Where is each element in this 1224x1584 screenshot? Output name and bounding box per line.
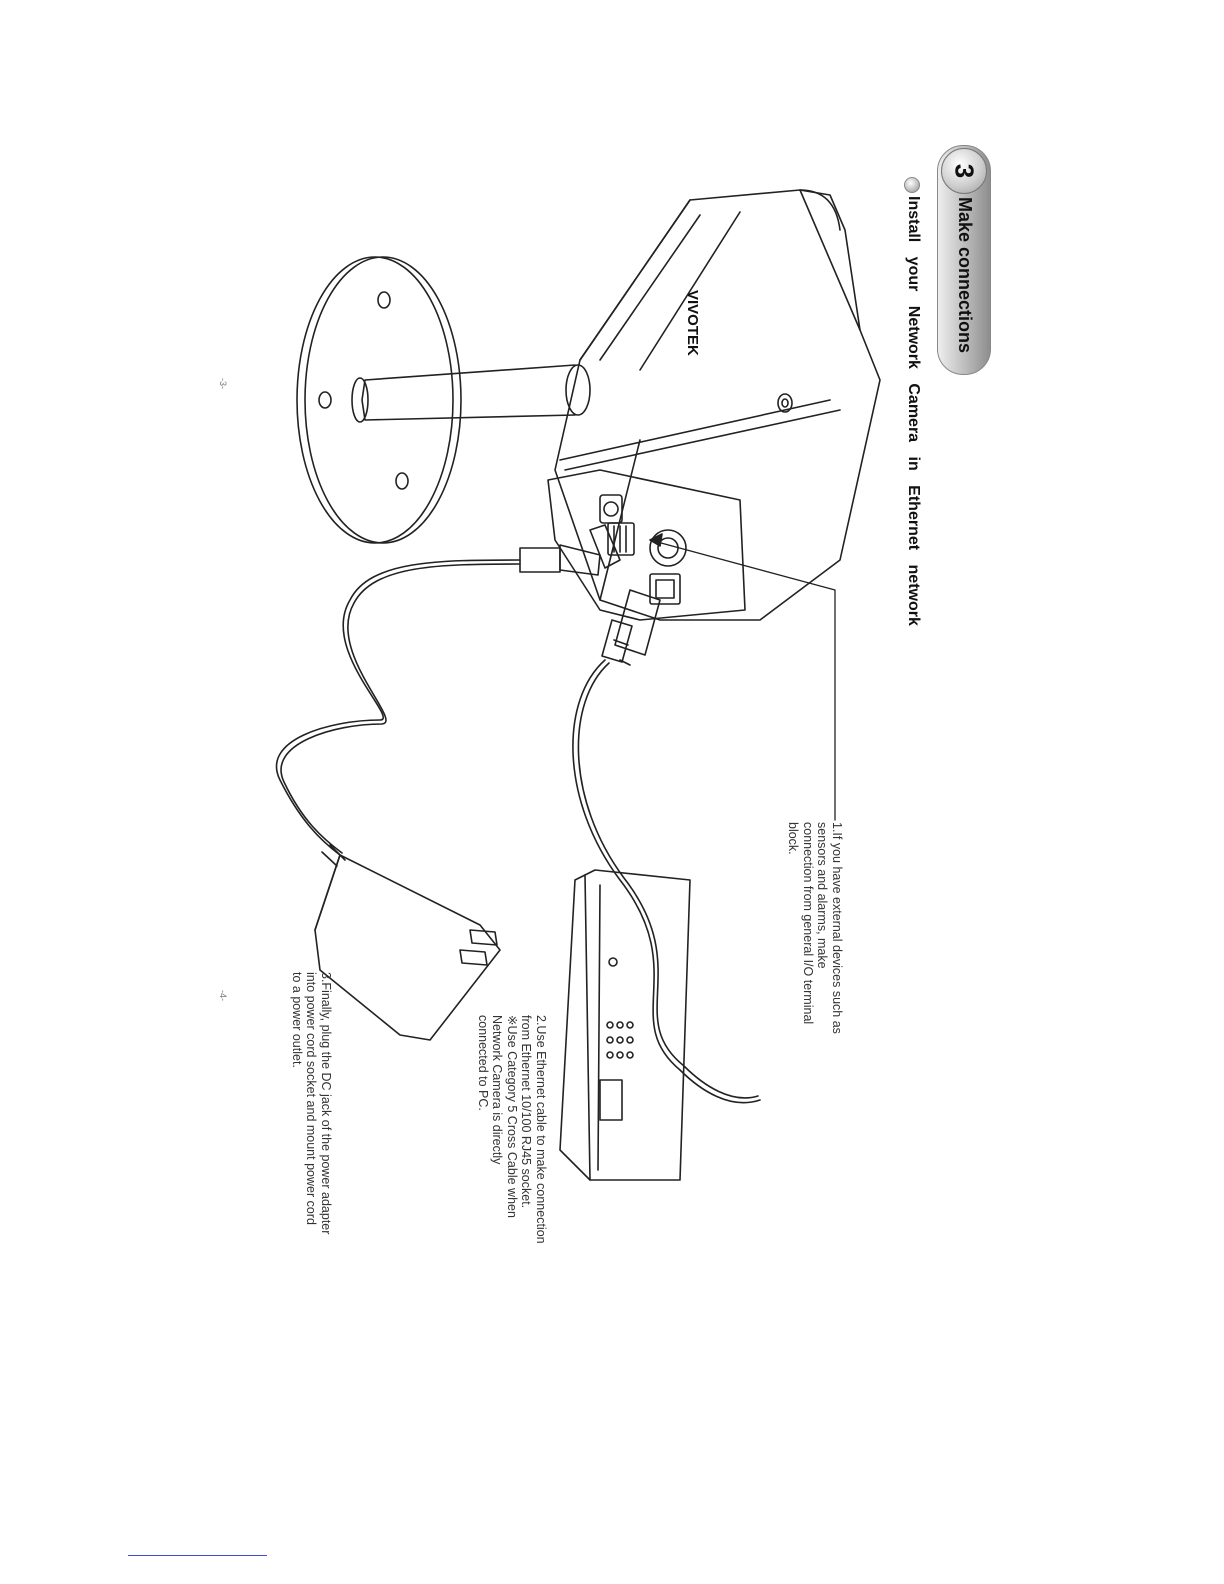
note-line: from Ethernet 10/100 RJ45 socket. — [519, 1015, 534, 1244]
note-line: connected to PC. — [476, 1015, 491, 1244]
vivotek-logo: VIVOTEK — [684, 290, 701, 356]
note-line: ※Use Category 5 Cross Cable when — [505, 1015, 520, 1244]
note-line: into power cord socket and mount power c… — [304, 972, 319, 1234]
wall-mount — [297, 257, 590, 543]
svg-text:VIVOTEK: VIVOTEK — [684, 290, 701, 356]
section-number: 3 — [949, 164, 980, 178]
note-line: block. — [786, 822, 801, 1034]
bullet-icon — [904, 177, 920, 193]
ethernet-cable — [573, 660, 760, 1103]
network-hub — [560, 870, 690, 1180]
note-line: 3.Finally, plug the DC jack of the power… — [319, 972, 334, 1234]
power-cable — [276, 560, 520, 855]
note-io-terminal: 1.If you have external devices such as s… — [786, 822, 844, 1034]
page-number-left: -3- — [218, 378, 228, 389]
note-line: sensors and alarms, make — [815, 822, 830, 1034]
section-subtitle: Install your Network Camera in Ethernet … — [904, 196, 922, 626]
page-number-right: -4- — [218, 990, 228, 1001]
section-number-badge: 3 — [941, 148, 987, 194]
footer-rule — [128, 1555, 267, 1556]
rj45-plug — [602, 590, 660, 665]
dc-plug — [520, 525, 620, 575]
note-line: to a power outlet. — [290, 972, 305, 1234]
section-title: Make connections — [954, 197, 975, 353]
power-adapter — [315, 845, 500, 1040]
note-line: connection from general I/O terminal — [801, 822, 816, 1034]
note-line: 1.If you have external devices such as — [830, 822, 845, 1034]
camera-body — [555, 190, 880, 620]
note-power: 3.Finally, plug the DC jack of the power… — [290, 972, 334, 1234]
note-line: 2.Use Ethernet cable to make connection — [534, 1015, 549, 1244]
camera-rear-panel — [548, 470, 745, 620]
note-line: Network Camera is directly — [490, 1015, 505, 1244]
note-ethernet: 2.Use Ethernet cable to make connection … — [476, 1015, 549, 1244]
leader-line — [650, 540, 835, 820]
